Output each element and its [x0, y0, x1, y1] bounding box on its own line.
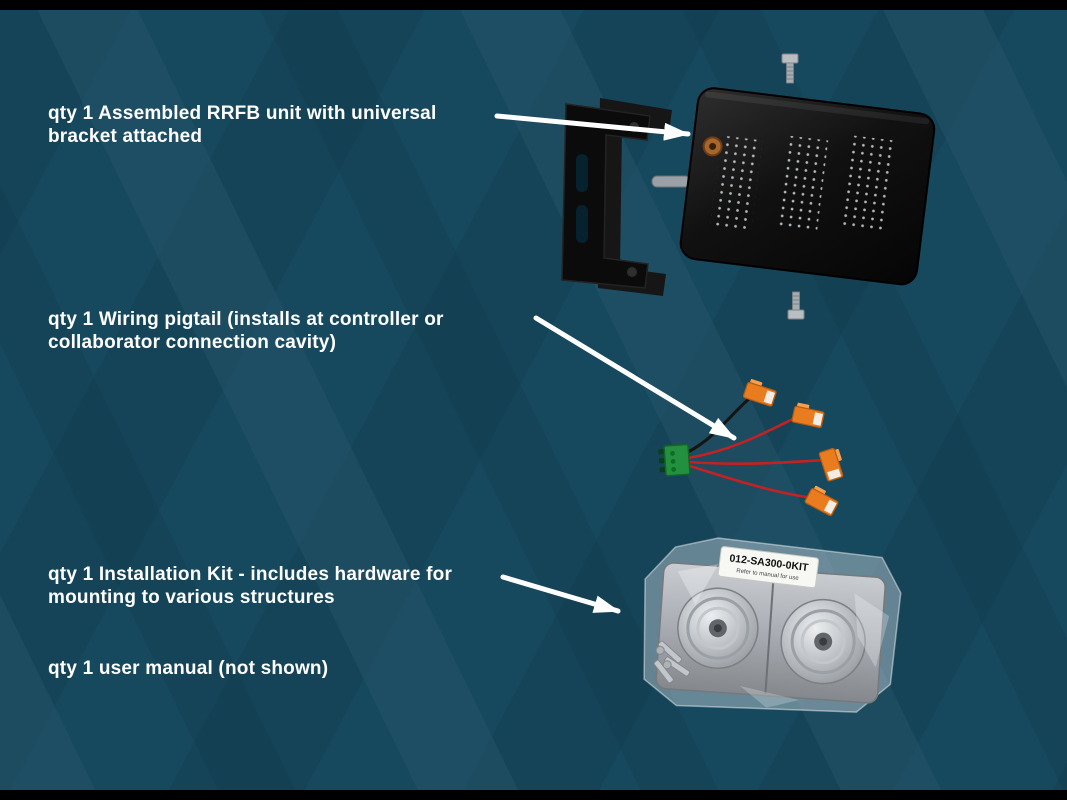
annotation-line: qty 1 Installation Kit - includes hardwa… [48, 564, 453, 585]
wire-red [686, 414, 801, 460]
annotation-line: collaborator connection cavity) [48, 332, 337, 353]
annotation-line: qty 1 Wiring pigtail (installs at contro… [48, 309, 444, 330]
led-hole-cluster [775, 135, 829, 232]
arrow-to-wiring-pigtail [533, 315, 737, 441]
mounting-bolt-bottom [787, 291, 805, 320]
beacon-panel [679, 87, 936, 286]
orange-wago-connector [742, 379, 777, 407]
annotation-line: qty 1 Assembled RRFB unit with universal [48, 103, 437, 124]
wrap-shine [677, 564, 719, 605]
band-clamp-disc [677, 587, 759, 669]
annotation-line: mounting to various structures [48, 587, 335, 608]
annotation-wiring-pigtail: qty 1 Wiring pigtail (installs at contro… [48, 308, 444, 354]
annotation-rrfb-unit: qty 1 Assembled RRFB unit with universal… [48, 102, 436, 148]
wiring-pigtail-image [658, 379, 844, 517]
arrow-to-installation-kit [500, 574, 621, 614]
wire-red [688, 464, 816, 500]
pivot-pin [651, 175, 691, 188]
annotation-line: bracket attached [48, 126, 203, 147]
annotation-line: qty 1 user manual (not shown) [48, 658, 329, 679]
annotation-user-manual: qty 1 user manual (not shown) [48, 657, 328, 680]
mounting-bolt-top [781, 53, 799, 84]
bracket-bolt [627, 267, 637, 277]
installation-kit-image: 012-SA300-0KIT Refer to manual for use [643, 537, 902, 713]
bracket-rear [598, 98, 672, 296]
orange-wago-connector [804, 485, 839, 517]
rrfb-unit-with-bracket-image [561, 53, 936, 320]
kit-screws [653, 640, 691, 684]
bracket-slot [576, 154, 588, 192]
wrap-shine [739, 685, 800, 708]
kit-label: 012-SA300-0KIT Refer to manual for use [717, 546, 820, 589]
callout-arrows [494, 113, 737, 614]
orange-wago-connector [791, 402, 825, 429]
bottom-black-bar [0, 790, 1067, 800]
bracket-slot [576, 205, 588, 243]
led-hole-cluster [840, 135, 894, 232]
orange-wago-connector [818, 447, 844, 482]
wire-red [686, 458, 828, 466]
grommet-hole [709, 142, 717, 150]
wrap-shine [854, 593, 890, 668]
top-black-bar [0, 0, 1067, 10]
annotation-installation-kit: qty 1 Installation Kit - includes hardwa… [48, 563, 452, 609]
arrow-to-rrfb-unit [494, 113, 691, 141]
green-terminal-connector [658, 443, 691, 477]
led-hole-cluster [709, 135, 763, 232]
band-clamp-disc [780, 598, 866, 685]
